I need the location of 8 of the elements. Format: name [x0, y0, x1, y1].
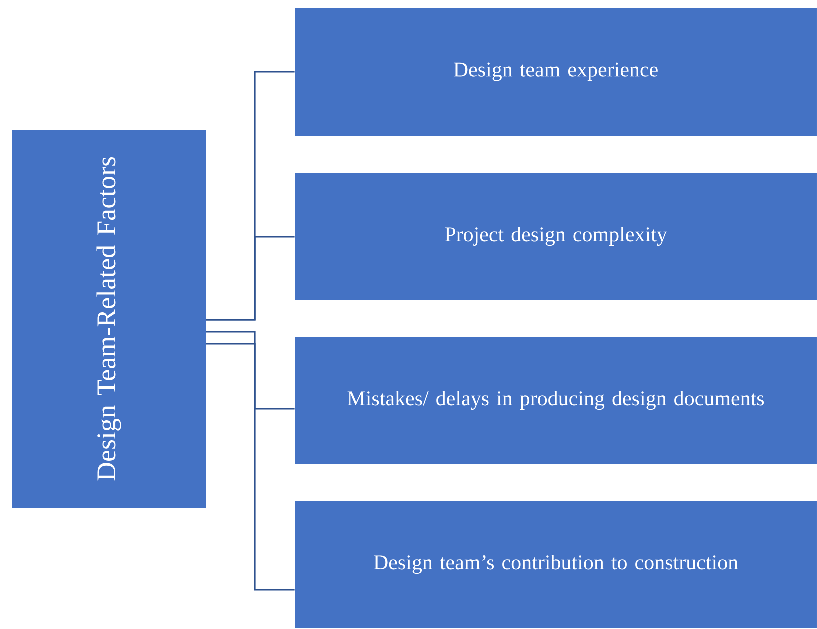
connector-line: [206, 236, 295, 321]
factor-box: Design team’s contribution to construction: [295, 501, 817, 628]
category-box: Design Team-Related Factors: [12, 130, 206, 508]
factor-box: Mistakes/ delays in producing design documents: [295, 337, 817, 464]
connector-line: [206, 331, 295, 410]
factor-box: Design team experience: [295, 8, 817, 136]
connector-line: [206, 343, 295, 591]
factor-box: Project design complexity: [295, 173, 817, 300]
